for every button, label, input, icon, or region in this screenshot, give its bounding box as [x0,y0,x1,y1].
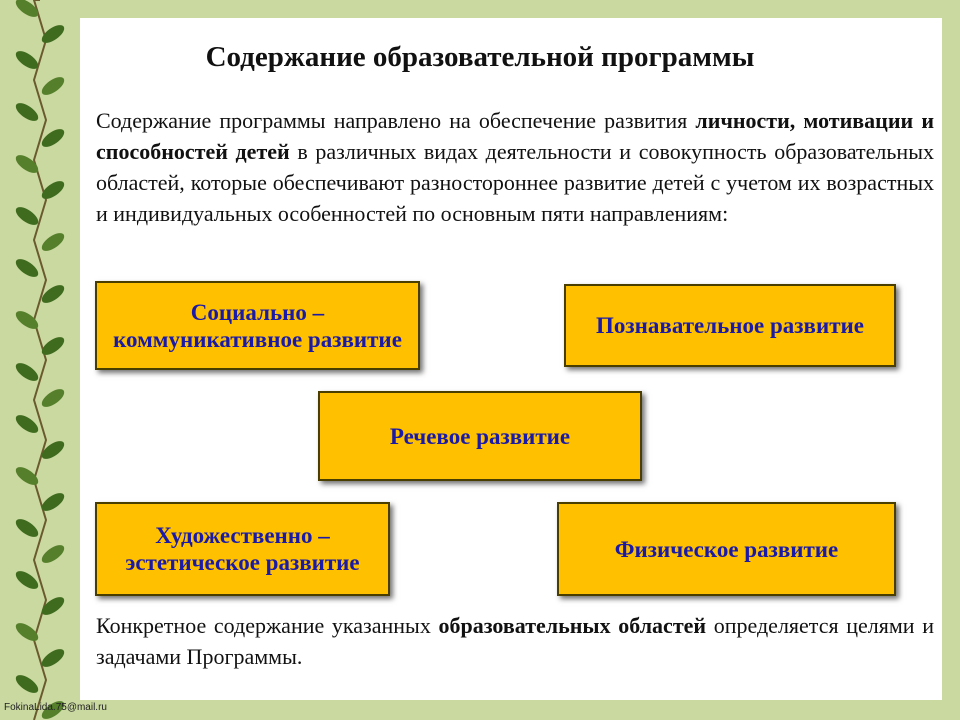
outro-text-1: Конкретное содержание указанных [96,613,439,638]
area-label: Познавательное развитие [596,313,864,338]
leaf-shape [15,51,39,69]
intro-paragraph: Содержание программы направлено на обесп… [96,105,934,229]
outro-text-3: определяется целями и задачами Программы… [96,613,934,669]
intro-text-3: в различных видах деятельности и совокуп… [96,139,934,226]
outro-text-2: образовательных областей [438,613,707,638]
area-box-artistic-aesthetic: Художественно – эстетическое развитие [95,502,390,596]
leaf-shape [15,415,39,433]
leaf-shape [41,389,65,407]
leaf-shape [41,649,65,667]
leaf-shape [41,545,65,563]
leaf-shape [15,467,39,485]
leaf-shape [15,519,39,537]
watermark: FokinaLida.75@mail.ru [4,702,107,713]
leaf-shape [41,181,65,199]
area-box-physical: Физическое развитие [557,502,896,596]
area-label: Речевое развитие [389,423,571,449]
leaf-shape [15,207,39,225]
slide-title: Содержание образовательной программы [205,41,755,73]
leaf-shape [15,571,39,589]
area-box-speech: Речевое развитие [318,391,642,481]
leaf-shape [15,0,39,17]
leaf-shape [41,701,65,719]
area-label: Физическое развитие [614,536,839,562]
area-label: Художественно – эстетическое развитие [125,523,360,575]
leaf-shape [41,285,65,303]
area-label: Социально – коммуникативное развитие [113,299,402,352]
leaf-shape [41,441,65,459]
leaf-shape [41,597,65,615]
leaf-shape [15,363,39,381]
leaf-shape [41,233,65,251]
leaf-shape [15,675,39,693]
leaf-shape [41,337,65,355]
intro-text-1: Содержание программы направлено на обесп… [96,108,696,133]
leaf-shape [15,623,39,641]
intro-text-2: личности, мотивации и способностей детей [96,108,934,164]
leaf-shape [15,155,39,173]
leaf-shape [15,311,39,329]
leaf-shape [15,259,39,277]
leaf-shape [41,77,65,95]
leaf-vine-decoration [15,0,65,720]
area-box-social-communicative: Социально – коммуникативное развитие [95,281,420,370]
leaf-shape [15,103,39,121]
leaf-shape [41,129,65,147]
leaf-shape [41,25,65,43]
outro-paragraph: Конкретное содержание указанных образова… [96,610,934,672]
leaf-shape [41,493,65,511]
area-box-cognitive: Познавательное развитие [564,284,896,367]
